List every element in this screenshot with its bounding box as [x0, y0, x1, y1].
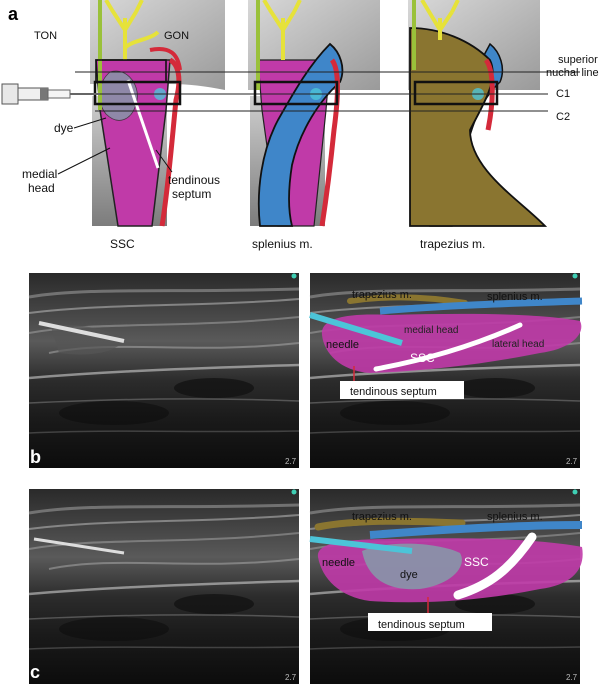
label-nuchal-line: nuchal line [546, 67, 599, 79]
label-medial: medial [22, 167, 57, 181]
panel-b-scale-left: 2.7 [285, 457, 297, 466]
b-label-splenius: splenius m. [487, 291, 543, 303]
label-dye: dye [54, 121, 74, 135]
caption-ssc: SSC [110, 237, 135, 251]
c-label-dye: dye [400, 569, 418, 581]
label-head: head [28, 181, 55, 195]
c-label-needle: needle [322, 557, 355, 569]
panel-b-letter: b [30, 447, 41, 467]
anatomy-splenius-drawing [248, 0, 380, 226]
label-ton: TON [34, 30, 57, 42]
panel-c-raw-ultrasound: 2.7 [29, 489, 299, 684]
label-gon: GON [164, 30, 189, 42]
panel-c-letter: c [30, 662, 40, 682]
syringe-icon [2, 84, 100, 104]
c-label-trapezius: trapezius m. [352, 511, 412, 523]
b-label-tendinous-septum: tendinous septum [350, 386, 437, 398]
label-c2: C2 [556, 111, 570, 123]
c-label-ssc: SSC [464, 555, 489, 569]
b-label-ssc: SSC [410, 351, 435, 365]
panel-c-scale-left: 2.7 [285, 673, 297, 682]
panel-a-letter: a [8, 4, 19, 24]
panel-b-scale-right: 2.7 [566, 457, 578, 466]
b-label-trapezius: trapezius m. [352, 289, 412, 301]
b-label-lateral-head: lateral head [492, 339, 544, 350]
caption-trapezius: trapezius m. [420, 237, 485, 251]
c-label-tendinous-septum: tendinous septum [378, 619, 465, 631]
panel-b-raw-ultrasound: 2.7 [29, 273, 299, 468]
anatomy-trapezius-drawing [408, 0, 545, 226]
label-septum: septum [172, 187, 211, 201]
label-tendinous: tendinous [168, 173, 220, 187]
label-c1: C1 [556, 88, 570, 100]
c-label-splenius: splenius m. [487, 511, 543, 523]
panel-c-scale-right: 2.7 [566, 673, 578, 682]
label-superior: superior [558, 54, 598, 66]
caption-splenius: splenius m. [252, 237, 313, 251]
b-label-needle: needle [326, 339, 359, 351]
b-label-medial-head: medial head [404, 325, 458, 336]
